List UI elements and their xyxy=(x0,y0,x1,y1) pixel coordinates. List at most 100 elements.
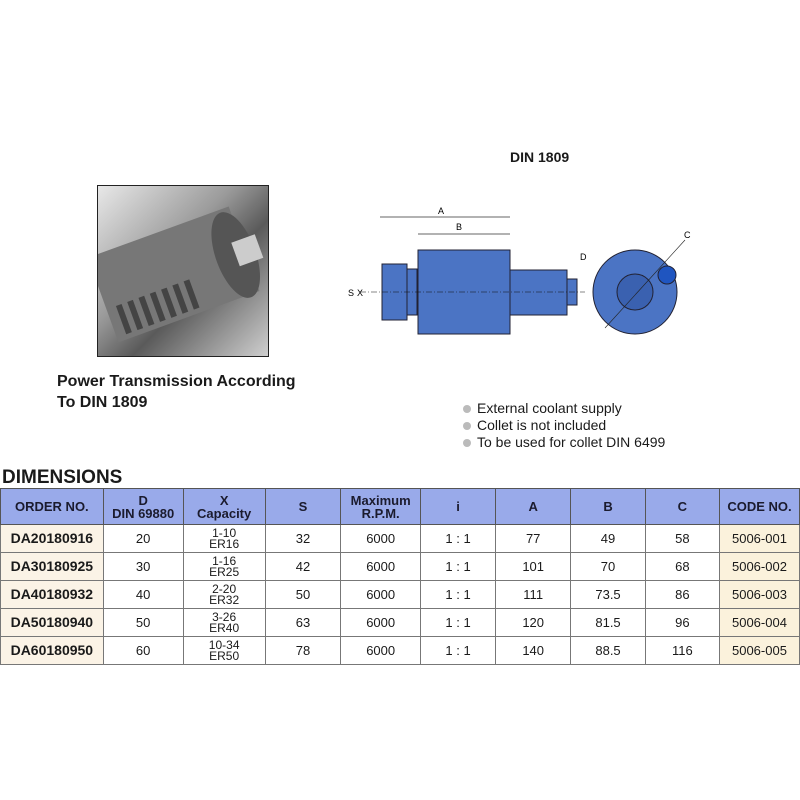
capacity-line: 10-34 xyxy=(208,637,240,652)
table-cell: 6000 xyxy=(340,580,422,609)
code-number: 5006-003 xyxy=(718,580,800,609)
feature-item: Collet is not included xyxy=(463,417,665,434)
tool-holder-photo xyxy=(98,206,264,343)
photo-caption: Power Transmission According To DIN 1809 xyxy=(57,371,296,413)
table-cell: 1 : 1 xyxy=(420,580,497,609)
column-header: C xyxy=(644,488,720,525)
label-d: D xyxy=(580,252,587,262)
table-cell: 86 xyxy=(644,580,720,609)
table-cell: 30 xyxy=(102,552,184,581)
table-cell: 63 xyxy=(264,608,342,637)
capacity-line: 1-10 xyxy=(212,525,237,540)
table-cell: 20 xyxy=(102,524,184,553)
order-number: DA50180940 xyxy=(0,608,104,637)
column-header: A xyxy=(495,488,572,525)
table-cell: 50 xyxy=(264,580,342,609)
order-number: DA30180925 xyxy=(0,552,104,581)
column-header: CODE NO. xyxy=(718,488,800,525)
header-text: B xyxy=(603,499,613,514)
header-text: X xyxy=(219,492,229,508)
header-text: A xyxy=(528,499,538,514)
caption-line: Power Transmission According xyxy=(57,373,296,390)
table-cell: 96 xyxy=(644,608,720,637)
code-number: 5006-004 xyxy=(718,608,800,637)
section-title: DIMENSIONS xyxy=(2,467,123,488)
order-number: DA60180950 xyxy=(0,636,104,665)
table-cell: 6000 xyxy=(340,524,422,553)
table-cell: 101 xyxy=(495,552,572,581)
technical-drawing: A B S X D C xyxy=(348,206,691,335)
column-header: B xyxy=(570,488,646,525)
table-cell: 111 xyxy=(495,580,572,609)
header-text: ORDER NO. xyxy=(15,499,89,514)
header-text: i xyxy=(456,499,460,514)
capacity-line: ER16 xyxy=(209,536,240,551)
feature-item: To be used for collet DIN 6499 xyxy=(463,434,665,451)
header-text: D xyxy=(138,492,148,508)
label-c: C xyxy=(684,230,691,240)
capacity-line: ER40 xyxy=(209,620,240,635)
table-cell: 42 xyxy=(264,552,342,581)
capacity-line: ER32 xyxy=(209,592,240,607)
caption-line: To DIN 1809 xyxy=(57,394,148,411)
table-cell: 1 : 1 xyxy=(420,524,497,553)
table-cell: 6000 xyxy=(340,552,422,581)
column-header: i xyxy=(420,488,497,525)
column-header: S xyxy=(264,488,342,525)
code-number: 5006-002 xyxy=(718,552,800,581)
header-text: R.P.M. xyxy=(361,505,400,521)
header-text: Capacity xyxy=(197,505,252,521)
capacity-line: 3-26 xyxy=(212,609,237,624)
capacity-line: ER50 xyxy=(209,648,240,663)
label-b: B xyxy=(456,222,462,232)
table-cell: 6000 xyxy=(340,636,422,665)
table-cell: 73.5 xyxy=(570,580,646,609)
table-cell: 49 xyxy=(570,524,646,553)
table-cell: 116 xyxy=(644,636,720,665)
capacity-line: 1-16 xyxy=(212,553,237,568)
label-s: S xyxy=(348,288,354,298)
code-number: 5006-005 xyxy=(718,636,800,665)
capacity-line: 2-20 xyxy=(212,581,237,596)
header-text: Maximum xyxy=(350,492,411,508)
header-text: S xyxy=(298,499,308,514)
label-x: X xyxy=(357,288,363,298)
table-cell: 1 : 1 xyxy=(420,636,497,665)
table-cell: 77 xyxy=(495,524,572,553)
header-text: C xyxy=(677,499,688,514)
header-text: CODE NO. xyxy=(727,499,792,514)
table-cell: 140 xyxy=(495,636,572,665)
table-cell: 68 xyxy=(644,552,720,581)
table-cell: 58 xyxy=(644,524,720,553)
feature-item: External coolant supply xyxy=(463,400,665,417)
table-cell: 60 xyxy=(102,636,184,665)
label-a: A xyxy=(438,206,444,216)
column-header: ORDER NO. xyxy=(0,488,104,525)
table-cell: 6000 xyxy=(340,608,422,637)
header-text: DIN 69880 xyxy=(112,505,175,521)
table-cell: 1 : 1 xyxy=(420,608,497,637)
capacity-line: ER25 xyxy=(209,564,240,579)
order-number: DA20180916 xyxy=(0,524,104,553)
order-number: DA40180932 xyxy=(0,580,104,609)
table-cell: 40 xyxy=(102,580,184,609)
table-cell: 70 xyxy=(570,552,646,581)
drive-shaft xyxy=(509,269,568,316)
table-cell: 50 xyxy=(102,608,184,637)
product-photo xyxy=(97,185,269,357)
